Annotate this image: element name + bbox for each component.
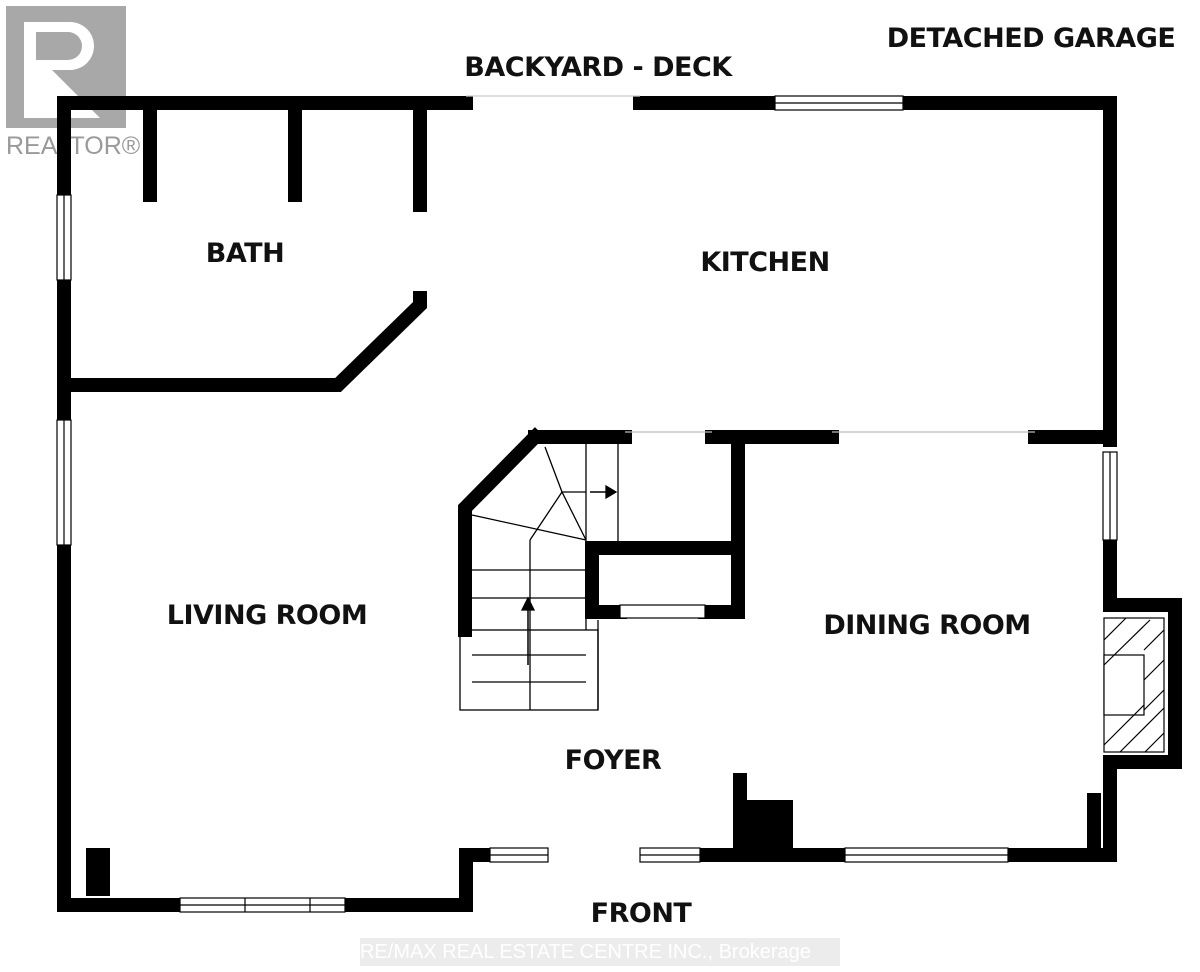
- label-bath: BATH: [205, 238, 285, 269]
- fireplace: [1103, 617, 1165, 753]
- realtor-logo-text: REALTOR®: [6, 132, 141, 160]
- label-backyard-deck: BACKYARD - DECK: [464, 52, 732, 83]
- label-foyer: FOYER: [564, 745, 662, 776]
- stairs: [459, 443, 619, 711]
- label-dining-room: DINING ROOM: [823, 610, 1031, 641]
- label-detached-garage: DETACHED GARAGE: [886, 23, 1176, 54]
- label-living-room: LIVING ROOM: [166, 600, 368, 631]
- label-kitchen: KITCHEN: [700, 247, 830, 278]
- brokerage-watermark: RE/MAX REAL ESTATE CENTRE INC., Brokerag…: [360, 938, 840, 966]
- label-front: FRONT: [590, 898, 692, 929]
- realtor-logo: [6, 6, 126, 128]
